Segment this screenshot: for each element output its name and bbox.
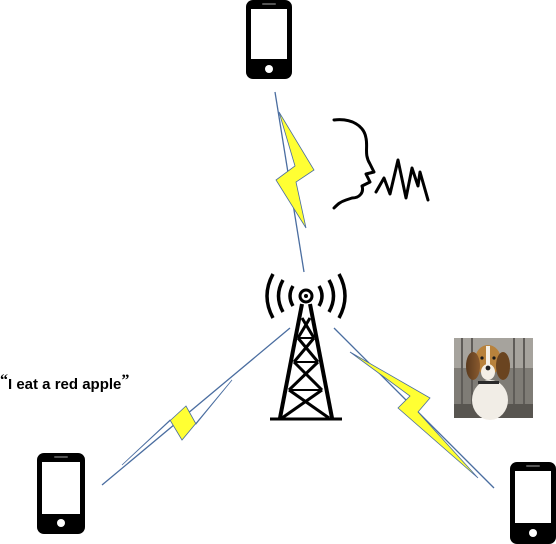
smartphone-icon [246,0,292,79]
link-tower-left-phone [101,327,291,486]
cell-tower-icon [265,273,347,421]
close-quote: ” [121,372,130,389]
smartphone-icon [37,453,85,534]
lightning-bolt-top [275,111,315,229]
link-top-phone-tower [274,91,315,273]
link-tower-right-phone [333,327,495,489]
lightning-bolt-right [349,351,479,479]
speaking-head-icon [332,118,430,210]
speech-text-caption: “I eat a red apple” [0,372,170,393]
dog-photo-icon [454,338,533,420]
smartphone-icon [510,462,556,544]
caption-text: I eat a red apple [8,376,122,393]
open-quote: “ [0,372,8,389]
lightning-bolt-left [121,379,233,466]
